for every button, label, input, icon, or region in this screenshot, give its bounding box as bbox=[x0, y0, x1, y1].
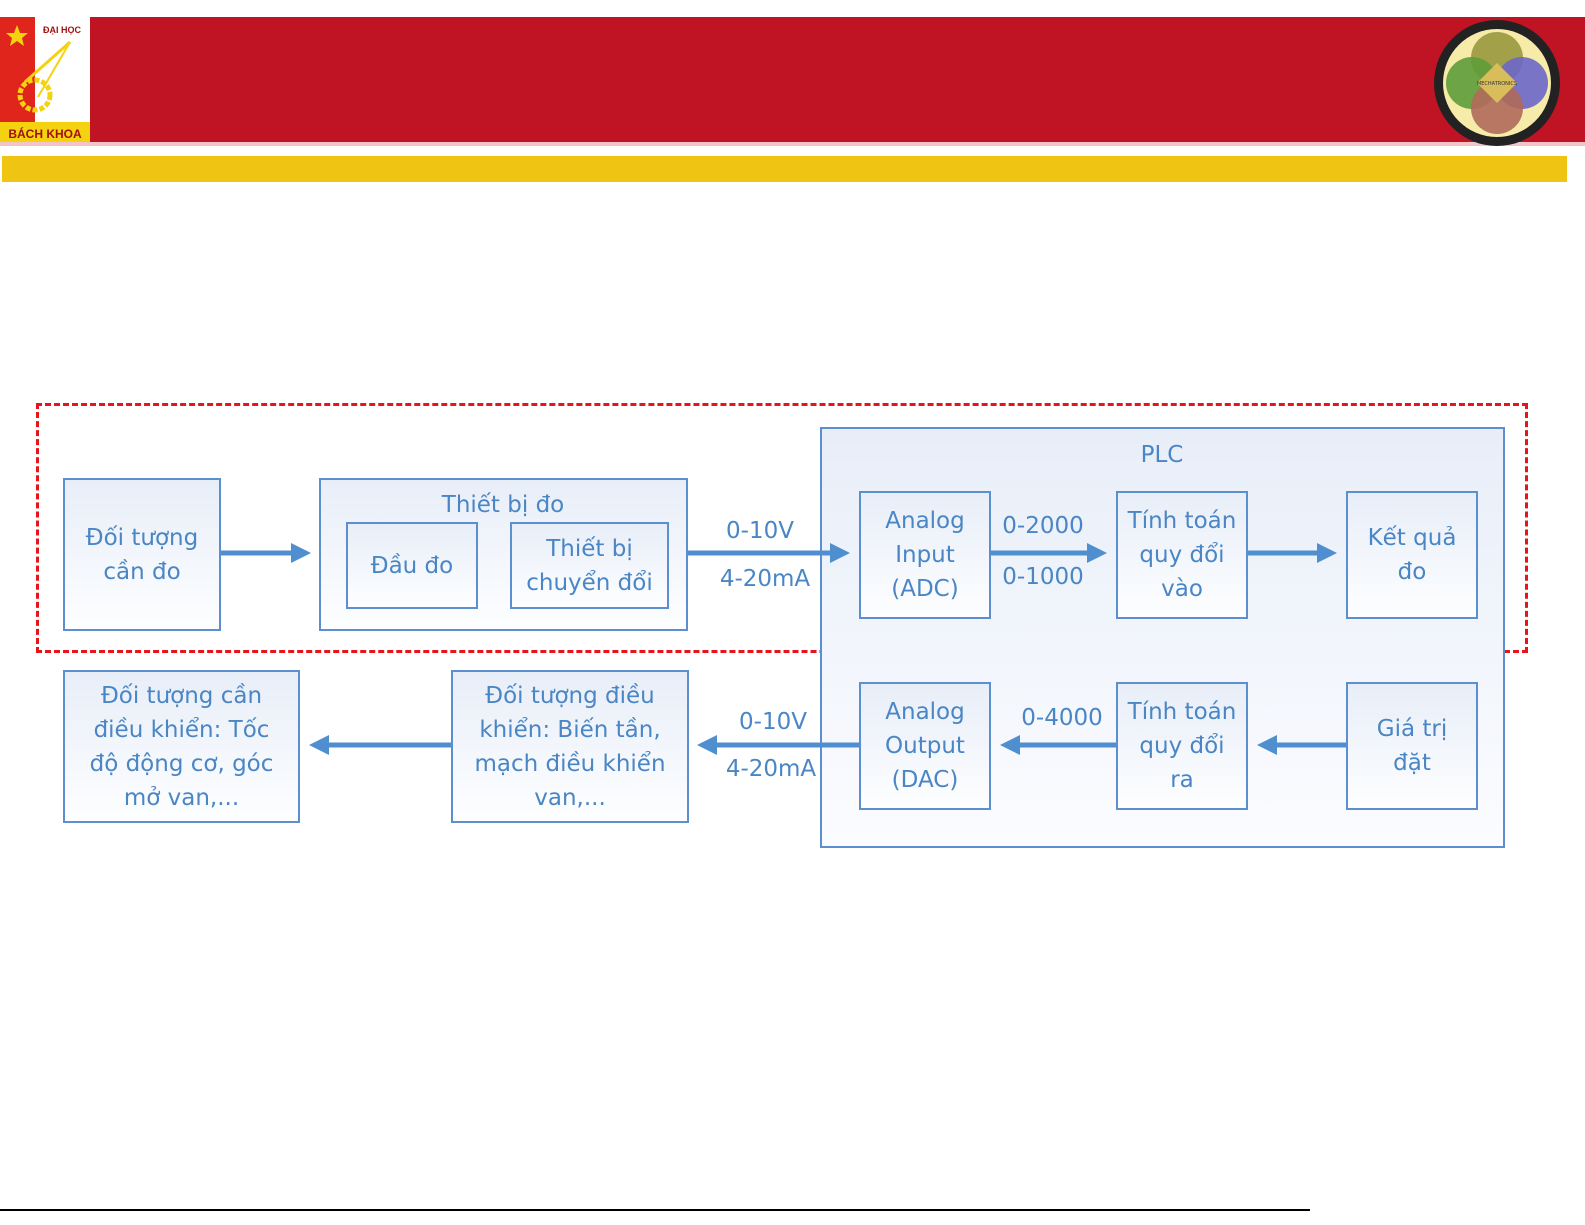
measure-object-box: Đối tượng cần đo bbox=[63, 478, 221, 631]
signal-in-current: 4-20mA bbox=[719, 566, 811, 592]
analog-input-box: Analog Input (ADC) bbox=[859, 491, 991, 619]
plc-label: PLC bbox=[1140, 442, 1184, 468]
header-divider bbox=[0, 142, 1585, 146]
header-band bbox=[0, 17, 1585, 142]
converter-box: Thiết bị chuyển đổi bbox=[510, 522, 669, 609]
footer-line bbox=[0, 1209, 1310, 1211]
range-1000: 0-1000 bbox=[1002, 564, 1084, 590]
measuring-device-title: Thiết bị đo bbox=[441, 492, 565, 518]
sensor-box: Đầu đo bbox=[346, 522, 478, 609]
emblem-text: MECHATRONICS bbox=[1477, 81, 1517, 87]
controlled-object-box: Đối tượng cần điều khiển: Tốc độ động cơ… bbox=[63, 670, 300, 823]
analog-output-box: Analog Output (DAC) bbox=[859, 682, 991, 810]
mechatronics-emblem: MECHATRONICS bbox=[1434, 20, 1560, 146]
result-box: Kết quả đo bbox=[1346, 491, 1478, 619]
range-4000: 0-4000 bbox=[1021, 705, 1103, 731]
measurement-highlight-frame bbox=[36, 403, 1528, 653]
signal-out-current: 4-20mA bbox=[725, 756, 817, 782]
calc-out-box: Tính toán quy đổi ra bbox=[1116, 682, 1248, 810]
range-2000: 0-2000 bbox=[1002, 513, 1084, 539]
actuator-box: Đối tượng điều khiển: Biến tần, mạch điề… bbox=[451, 670, 689, 823]
signal-in-voltage: 0-10V bbox=[726, 518, 794, 544]
signal-out-voltage: 0-10V bbox=[739, 709, 807, 735]
setpoint-box: Giá trị đặt bbox=[1346, 682, 1478, 810]
svg-text:BÁCH KHOA: BÁCH KHOA bbox=[8, 126, 82, 141]
university-logo: ĐẠI HỌC BÁCH KHOA bbox=[0, 17, 90, 142]
title-bar bbox=[2, 156, 1567, 182]
svg-text:ĐẠI HỌC: ĐẠI HỌC bbox=[43, 25, 82, 35]
calc-in-box: Tính toán quy đổi vào bbox=[1116, 491, 1248, 619]
